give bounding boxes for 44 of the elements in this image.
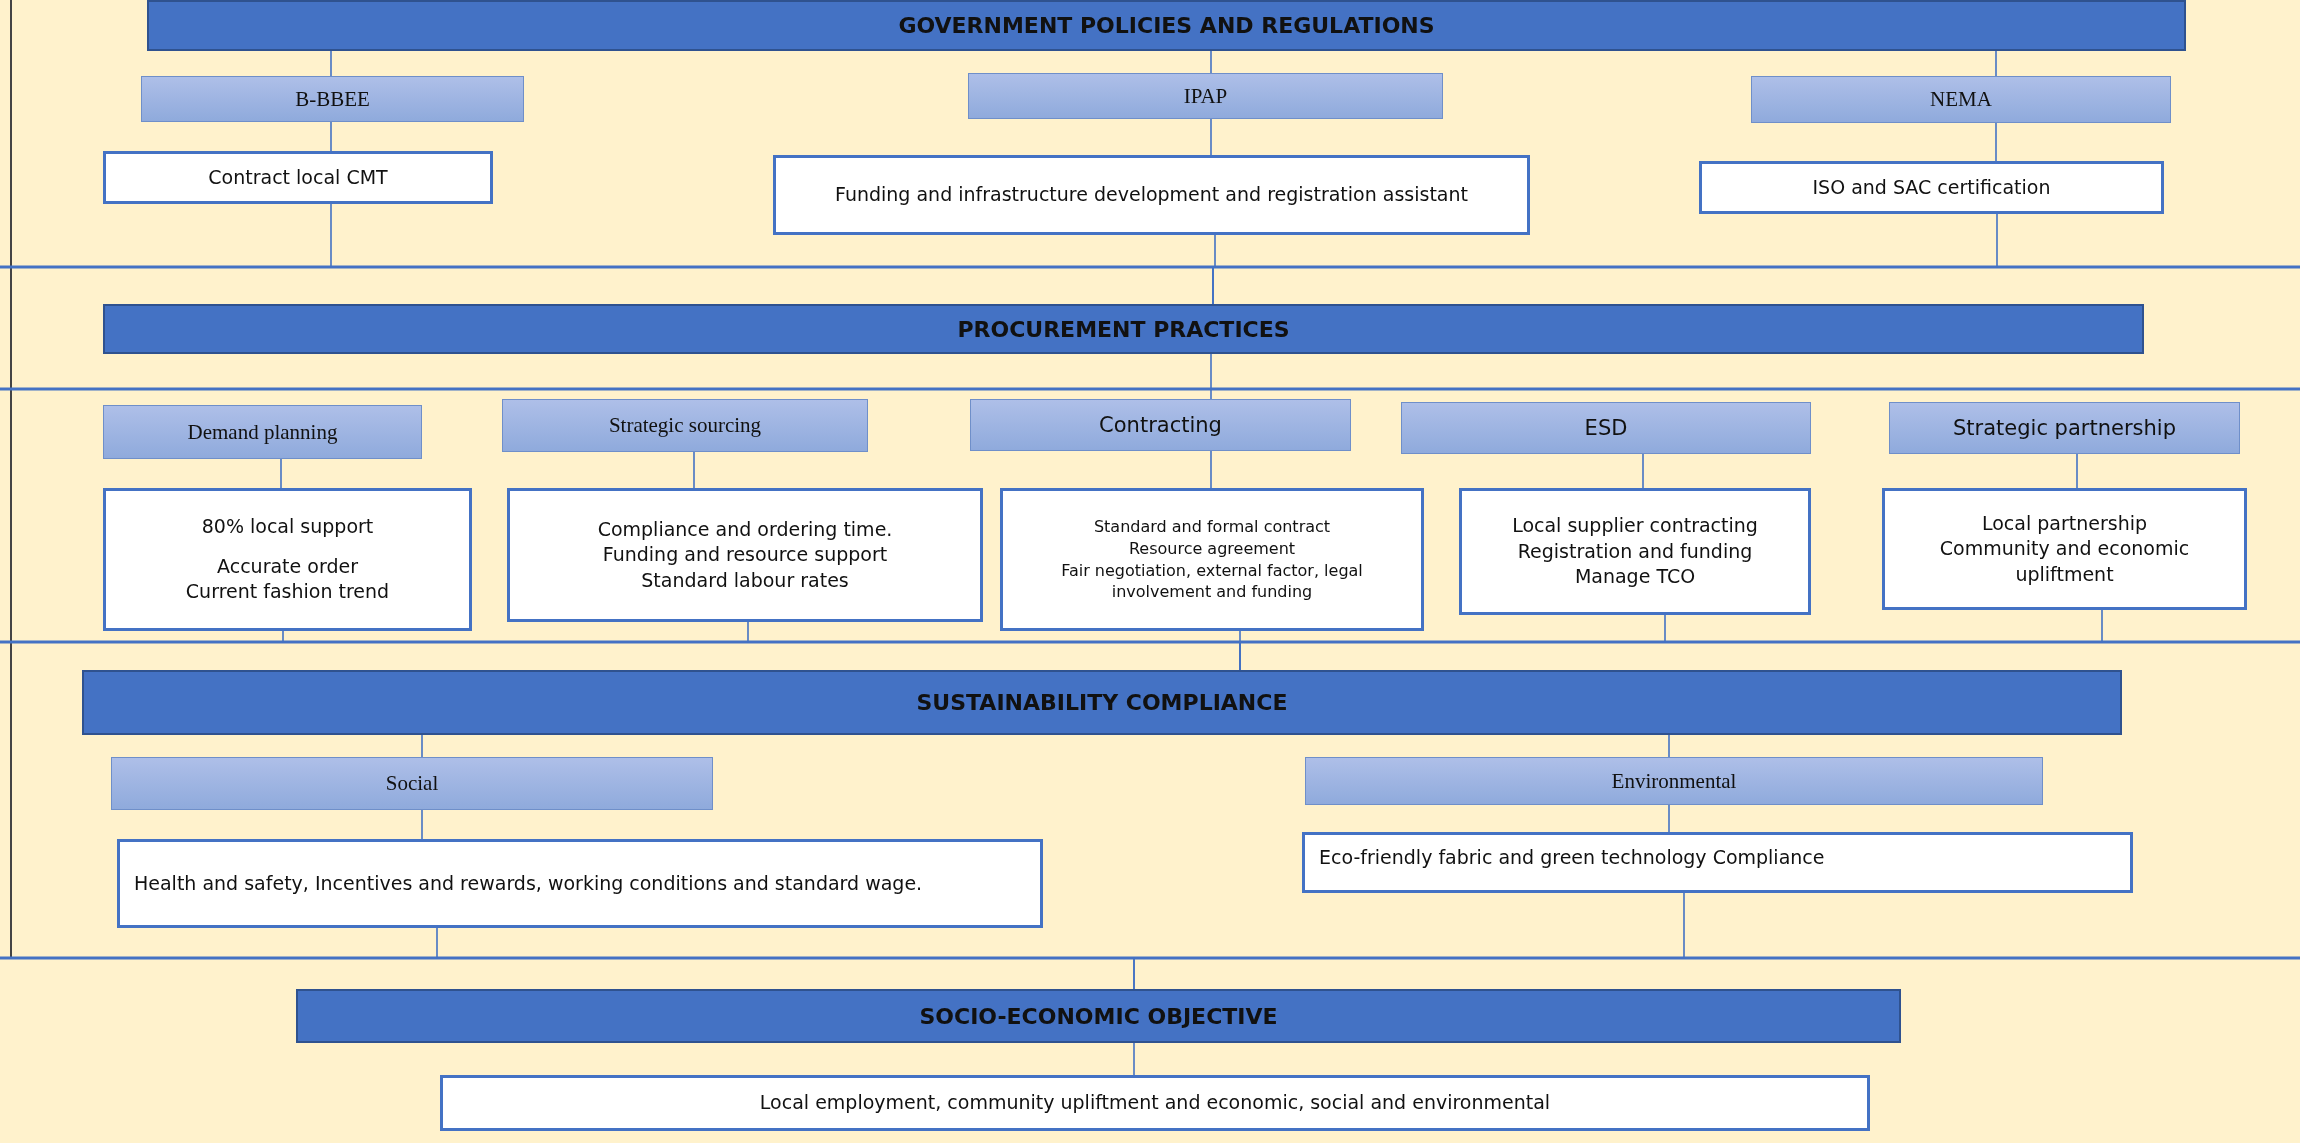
connector-line — [1642, 453, 1644, 489]
category-header: Social — [111, 757, 713, 810]
connector-line — [1133, 892, 1685, 990]
category-header: B-BBEE — [141, 76, 524, 122]
category-header: Demand planning — [103, 405, 422, 459]
detail-box: Contract local CMT — [103, 151, 493, 204]
connector-line — [1210, 353, 1212, 400]
connector-line — [1210, 118, 1212, 156]
section-header: GOVERNMENT POLICIES AND REGULATIONS — [147, 0, 2186, 51]
connector-line — [1133, 1042, 1135, 1076]
connector-line — [1668, 734, 1670, 758]
connector-line — [1995, 122, 1997, 162]
detail-box: ISO and SAC certification — [1699, 161, 2164, 214]
section-header: PROCUREMENT PRACTICES — [103, 304, 2144, 354]
category-header: ESD — [1401, 402, 1811, 454]
detail-box: Local employment, community upliftment and economic, social and environmental — [440, 1075, 1870, 1131]
connector-line — [330, 50, 332, 77]
detail-box: Health and safety, Incentives and rewards, working conditions and standard wage. — [117, 839, 1043, 928]
detail-box: 80% local support Accurate order Current fashion trend — [103, 488, 472, 631]
detail-box: Standard and formal contract Resource agreement Fair negotiation, external factor, legal involvement and funding — [1000, 488, 1424, 631]
connector-line — [1668, 804, 1670, 833]
section-header: SUSTAINABILITY COMPLIANCE — [82, 670, 2122, 735]
connector-line — [1995, 50, 1997, 77]
connector-line — [421, 734, 423, 758]
connector-line — [1210, 50, 1212, 74]
category-header: Strategic sourcing — [502, 399, 868, 452]
category-header: NEMA — [1751, 76, 2171, 123]
connector-line — [693, 451, 695, 489]
detail-box: Local partnership Community and economic upliftment — [1882, 488, 2247, 610]
connector-line — [280, 458, 282, 489]
category-header: Environmental — [1305, 757, 2043, 805]
category-header: Strategic partnership — [1889, 402, 2240, 454]
section-header: SOCIO-ECONOMIC OBJECTIVE — [296, 989, 1901, 1043]
connector-line — [421, 809, 423, 840]
detail-box: Local supplier contracting Registration and funding Manage TCO — [1459, 488, 1811, 615]
detail-box: Eco-friendly fabric and green technology Compliance — [1302, 832, 2133, 893]
detail-box: Compliance and ordering time. Funding and resource support Standard labour rates — [507, 488, 983, 622]
connector-line — [2076, 453, 2078, 489]
detail-box: Funding and infrastructure development and registration assistant — [773, 155, 1530, 235]
connector-line — [1212, 213, 1998, 305]
category-header: Contracting — [970, 399, 1351, 451]
category-header: IPAP — [968, 73, 1443, 119]
connector-line — [1210, 450, 1212, 489]
connector-line — [330, 121, 332, 152]
